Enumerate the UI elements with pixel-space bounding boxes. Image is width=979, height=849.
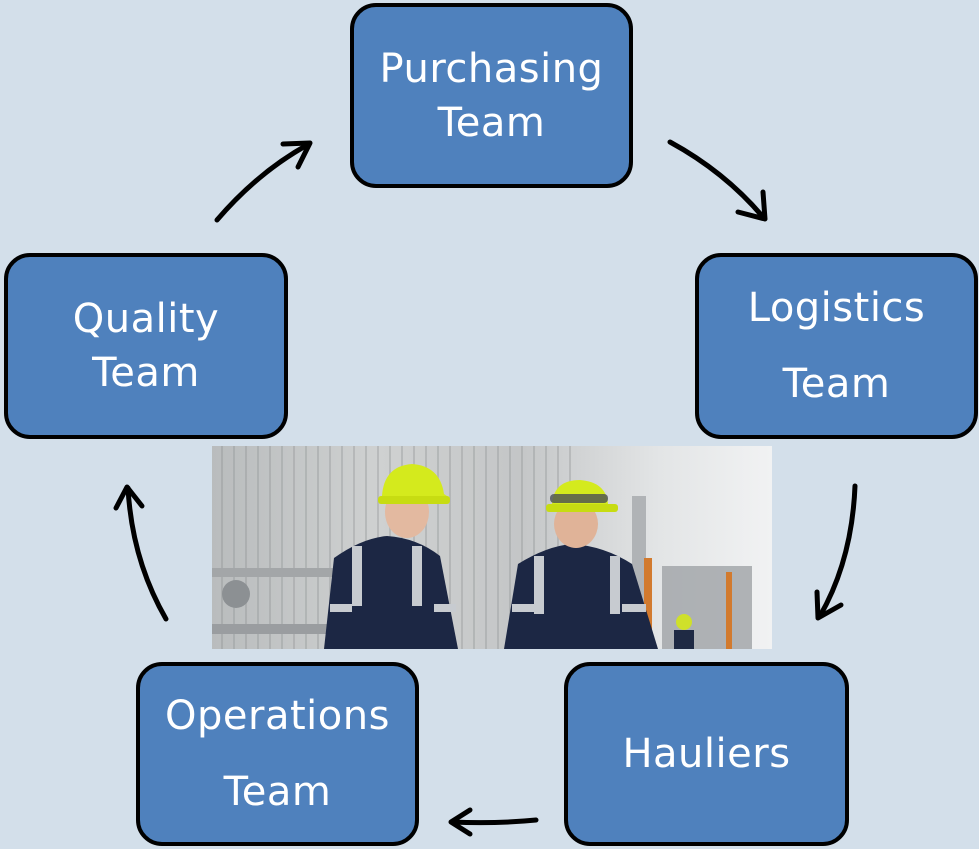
arrow-logistics-to-hauliers xyxy=(817,483,858,619)
purchasing-team-node: Purchasing Team xyxy=(350,3,633,188)
arrow-quality-to-purchasing-head xyxy=(280,140,313,170)
node-label-line: Operations xyxy=(165,693,390,739)
arrow-purchasing-to-logistics xyxy=(667,139,766,220)
node-label-line: Team xyxy=(92,350,200,396)
arrow-quality-to-purchasing xyxy=(214,141,312,223)
arrow-logistics-to-hauliers-head xyxy=(814,589,844,621)
node-label-line: Team xyxy=(782,361,891,407)
arrow-purchasing-to-logistics-head xyxy=(735,189,768,222)
hauliers-node: Hauliers xyxy=(564,662,849,846)
arrow-operations-to-quality-head xyxy=(113,484,145,511)
node-label-line: Team xyxy=(223,769,332,815)
arrow-hauliers-to-operations-head xyxy=(448,807,473,837)
operations-team-node: Operations Team xyxy=(136,662,419,846)
node-label-line: Purchasing xyxy=(379,45,604,92)
node-label-line: Quality xyxy=(72,296,220,342)
node-label-line: Team xyxy=(437,99,546,146)
arrow-hauliers-to-operations xyxy=(449,817,539,826)
node-label-line: Hauliers xyxy=(622,731,791,777)
workers-photo xyxy=(212,446,772,649)
quality-team-node: Quality Team xyxy=(4,253,288,439)
node-label-line: Logistics xyxy=(747,285,926,331)
logistics-team-node: Logistics Team xyxy=(695,253,978,439)
arrow-operations-to-quality xyxy=(125,485,169,622)
